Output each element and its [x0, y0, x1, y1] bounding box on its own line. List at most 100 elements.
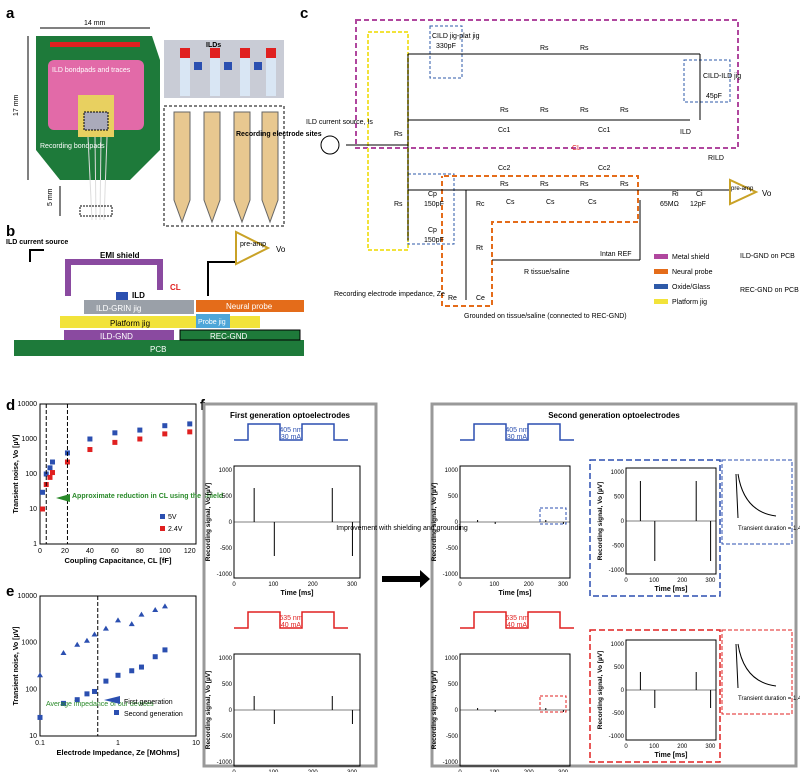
y-tick-label: 0	[621, 688, 625, 694]
data-point	[84, 691, 90, 697]
preamp-b-label: pre-amp	[240, 241, 266, 248]
data-point	[47, 474, 53, 480]
legend-swatch	[160, 514, 165, 519]
legend-label: 2.4V	[168, 526, 183, 533]
data-point	[87, 447, 93, 453]
x-tick-label: 100	[649, 744, 660, 750]
data-point	[138, 664, 144, 670]
y-tick-label: -1000	[443, 760, 459, 766]
x-tick-label: 300	[347, 582, 358, 588]
cs-label-1: Cs	[506, 199, 515, 206]
ci-label: Ci	[696, 191, 703, 198]
neural-probe-box	[441, 175, 639, 307]
x-tick-label: 20	[61, 548, 69, 555]
ri-val: 65MΩ	[660, 201, 679, 208]
wavelength-label: 635 nm	[279, 615, 303, 622]
y-axis-label: Transient noise, Vo [µV]	[13, 627, 20, 706]
legend-swatch-2	[654, 284, 668, 289]
x-tick-label: 200	[524, 582, 535, 588]
panel-b-label: b	[6, 223, 15, 240]
ild-columns	[180, 48, 276, 96]
source-wire	[29, 249, 44, 262]
rs-label-5: Rs	[580, 107, 589, 114]
circuit-legend: Metal shield Neural probe Oxide/Glass Pl…	[654, 253, 799, 306]
data-point	[102, 625, 109, 631]
data-point	[128, 621, 135, 627]
platform-jig-box	[367, 31, 409, 251]
y-tick-label: 500	[448, 682, 459, 688]
cp-val-2: 150pF	[424, 237, 444, 244]
circuit-wires	[346, 53, 750, 300]
cc1-label-2: Cc1	[598, 127, 611, 134]
cp-val-1: 150pF	[424, 201, 444, 208]
y-tick-label: 1000	[611, 470, 625, 476]
x-tick-label: 10	[192, 740, 200, 747]
data-point	[64, 459, 70, 465]
y-tick-label: -1000	[217, 760, 233, 766]
ild-gnd-label: ILD-GND	[100, 332, 133, 341]
y-tick-label: 500	[614, 495, 625, 501]
sites-label: Recording electrode sites	[236, 131, 322, 138]
chart-frame	[39, 595, 197, 737]
x-tick-label: 40	[86, 548, 94, 555]
ci-val: 12pF	[690, 201, 706, 208]
y-tick-label: -500	[220, 734, 233, 740]
data-point	[137, 427, 143, 433]
bondpads-top	[50, 42, 140, 47]
data-point	[187, 429, 193, 435]
y-tick-label: -1000	[443, 572, 459, 578]
rs-label-1: Rs	[540, 45, 549, 52]
data-point	[137, 436, 143, 442]
scale-label: 5 mm	[47, 188, 54, 206]
rtissue-label: R tissue/saline	[524, 269, 570, 276]
data-point	[161, 603, 168, 609]
y-tick-label: 0	[621, 519, 625, 525]
rs-label-6: Rs	[620, 107, 629, 114]
x-tick-label: 0	[624, 744, 628, 750]
y-axis-label: Recording signal, Vo [µV]	[205, 671, 212, 749]
x-tick-label: 100	[649, 578, 660, 584]
x-tick-label: 0	[38, 548, 42, 555]
data-point	[187, 421, 193, 427]
y-tick-label: -1000	[609, 734, 625, 740]
cp-label-2: Cp	[428, 227, 437, 234]
x-tick-label: 0.1	[35, 740, 45, 747]
data-point	[115, 617, 121, 623]
y-tick-label: 1000	[21, 436, 37, 443]
rec-gnd-layer	[179, 329, 301, 341]
grin-jig	[84, 300, 194, 314]
data-point	[162, 423, 168, 429]
rc-label: Rc	[476, 201, 485, 208]
ild-c-label: ILD	[680, 129, 691, 136]
x-tick-label: 100	[268, 582, 279, 588]
data-point	[49, 470, 55, 476]
transient-label: Transient duration = 1.4 ms	[738, 696, 800, 702]
y-axis-label: Recording signal, Vo [µV]	[431, 671, 438, 749]
gen2-title: Second generation optoelectrodes	[548, 411, 680, 420]
data-point	[112, 430, 118, 436]
y-tick-label: 500	[222, 682, 233, 688]
legend-swatch-3	[654, 299, 668, 304]
y-tick-label: -500	[220, 546, 233, 552]
gen2-frame	[430, 402, 798, 768]
oxide-box-2	[683, 59, 731, 103]
y-axis-label: Recording signal, Vo [µV]	[597, 651, 604, 729]
x-tick-label: 300	[705, 578, 716, 584]
shield-label: EMI shield	[100, 251, 140, 260]
amp-wire	[207, 261, 236, 296]
y-tick-label: -500	[612, 711, 625, 717]
improve-label: Improvement with shielding and grounding	[336, 525, 468, 532]
preamp-b	[235, 230, 271, 266]
width-label: 14 mm	[84, 20, 106, 27]
source-label: ILD current source	[6, 239, 68, 246]
rs-label-8: Rs	[540, 181, 549, 188]
wavelength-label: 635 nm	[505, 615, 529, 622]
data-point	[47, 465, 53, 471]
legend-label: Second generation	[124, 711, 183, 718]
preamp-c-label: pre-amp	[731, 186, 754, 192]
current-label: 30 mA	[281, 434, 302, 441]
data-point	[138, 611, 145, 617]
x-tick-label: 300	[705, 744, 716, 750]
